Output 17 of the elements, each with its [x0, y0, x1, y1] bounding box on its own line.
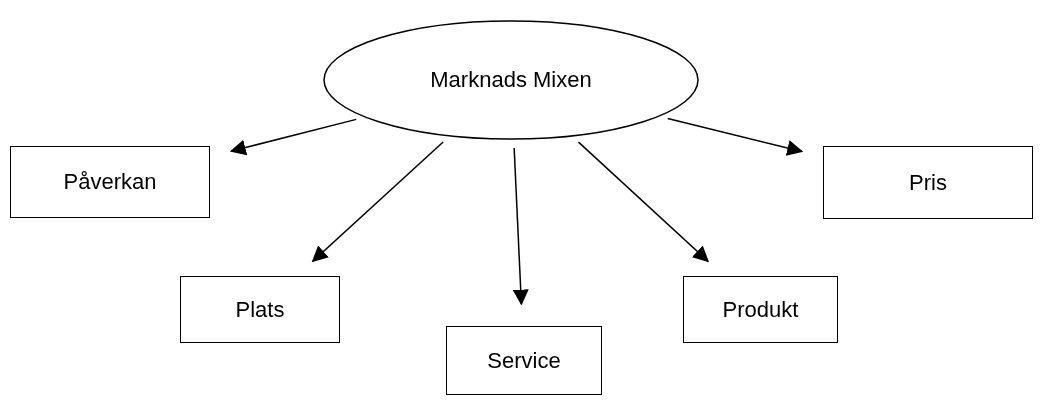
arrow [512, 147, 529, 306]
process-box [446, 326, 602, 395]
arrow [229, 118, 357, 156]
node-label: Produkt [722, 296, 799, 323]
process-box [180, 276, 340, 343]
ellipse-node [323, 20, 699, 140]
arrow [577, 141, 710, 263]
node-label: Service [487, 347, 561, 374]
node-label: Marknads Mixen [430, 67, 592, 93]
process-box [10, 146, 210, 218]
node-label: Plats [235, 296, 285, 323]
node-label: Påverkan [63, 169, 157, 195]
process-box [823, 146, 1033, 219]
process-box [683, 276, 838, 343]
node-label: Pris [909, 169, 947, 196]
arrow [666, 117, 804, 156]
arrow [311, 141, 444, 263]
